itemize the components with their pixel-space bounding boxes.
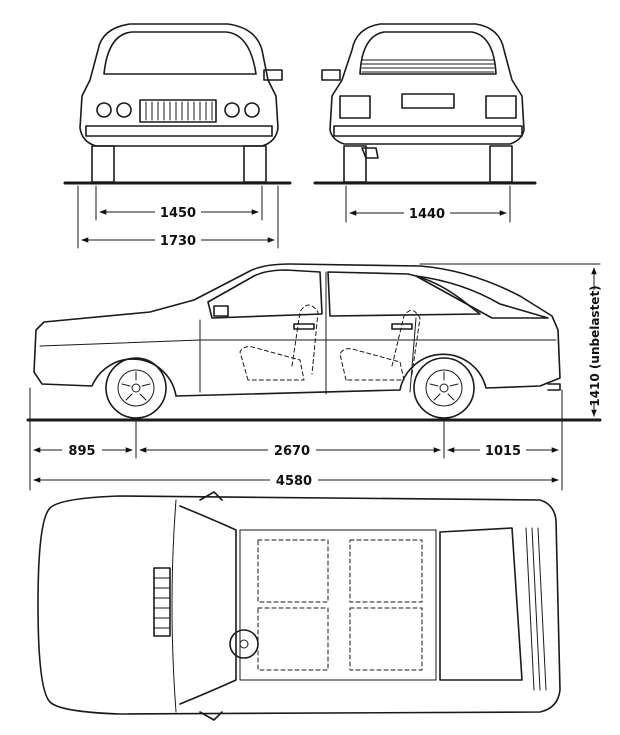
side-door-handle-front (293, 323, 315, 330)
rear-wheel-left (343, 145, 367, 183)
rear-view: 1440 (313, 23, 537, 223)
top-bonnet-vent-slats (153, 577, 171, 629)
rear-exhaust (361, 147, 379, 159)
side-view: 895 2670 1015 4580 1410 (unbelastet) (26, 263, 602, 491)
rear-bumper (333, 125, 523, 137)
top-rear-louvres (525, 527, 547, 691)
top-cabin (239, 529, 437, 681)
rear-body (329, 23, 525, 145)
rear-window-louvres (361, 59, 495, 73)
top-seat-rear-left (349, 607, 423, 671)
side-front-wheel (105, 357, 167, 419)
top-seat-rear-right (349, 539, 423, 603)
top-seat-front-right (257, 539, 329, 603)
front-wheel-left (91, 145, 115, 183)
front-windscreen (103, 31, 257, 75)
side-mirror (213, 305, 229, 317)
front-mirror-right (263, 69, 283, 81)
rear-light-right (485, 95, 517, 119)
side-window-quarter (415, 275, 549, 319)
front-headlight-left-outer (96, 102, 112, 118)
side-rear-wheel (413, 357, 475, 419)
top-bonnet-line (171, 499, 177, 713)
side-body (33, 263, 561, 397)
top-body (37, 495, 561, 715)
side-exhaust (547, 383, 561, 391)
front-headlight-left-inner (116, 102, 132, 118)
rear-track-label: 1440 (409, 207, 445, 222)
front-width-label: 1730 (160, 234, 196, 249)
rear-light-left (339, 95, 371, 119)
front-grille-bars (145, 101, 213, 121)
front-overhang-label: 895 (68, 444, 95, 459)
length-label: 4580 (276, 474, 312, 489)
front-headlight-right-outer (244, 102, 260, 118)
rear-overhang-label: 1015 (485, 444, 521, 459)
front-wheel-right (243, 145, 267, 183)
side-window-rear (327, 271, 481, 317)
wheelbase-label: 2670 (274, 444, 310, 459)
top-windscreen (179, 505, 237, 705)
rear-wheel-right (489, 145, 513, 183)
top-bonnet-vent (153, 567, 171, 637)
front-grille (139, 99, 217, 123)
top-steering-wheel (229, 629, 259, 659)
front-headlight-right-inner (224, 102, 240, 118)
top-rear-hatch (439, 527, 523, 681)
height-label: 1410 (unbelastet) (588, 285, 602, 406)
top-view (37, 491, 561, 721)
front-body (79, 23, 279, 147)
top-mirror-left (199, 711, 223, 721)
front-bumper (85, 125, 273, 137)
side-door-rear-edge (409, 317, 417, 393)
side-window-front (207, 269, 323, 319)
side-beltline (39, 339, 557, 347)
rear-mirror-left (321, 69, 341, 81)
top-mirror-right (199, 491, 223, 501)
side-rear-seat (339, 310, 421, 381)
front-track-label: 1450 (160, 206, 196, 221)
top-seat-front-left (257, 607, 329, 671)
side-front-seat (239, 304, 319, 381)
front-view: 1450 1730 (63, 23, 292, 249)
rear-number-plate (401, 93, 455, 109)
